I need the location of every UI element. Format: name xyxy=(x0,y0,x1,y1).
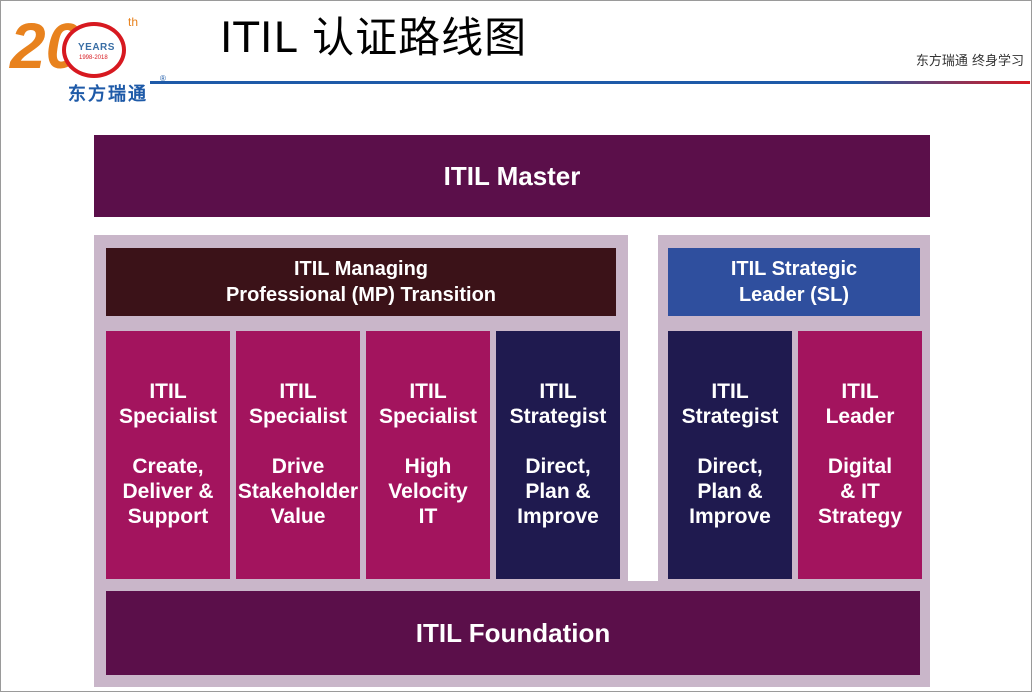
module-hvit: ITIL Specialist High Velocity IT xyxy=(366,331,490,579)
managing-professional-box: ITIL Managing Professional (MP) Transiti… xyxy=(106,248,616,316)
slide-title: ITIL 认证路线图 xyxy=(220,13,528,62)
strategic-leader-box: ITIL Strategic Leader (SL) xyxy=(668,248,920,316)
itil-foundation-box: ITIL Foundation xyxy=(106,591,920,675)
module-dpi-mp: ITIL Strategist Direct, Plan & Improve xyxy=(496,331,620,579)
logo-company-name: 东方瑞通 xyxy=(68,84,148,105)
company-logo: 20 YEARS 1998-2018 th 东方瑞通 ® xyxy=(10,10,170,105)
module-dpi-sl: ITIL Strategist Direct, Plan & Improve xyxy=(668,331,792,579)
logo-range: 1998-2018 xyxy=(79,55,108,61)
logo-ring xyxy=(62,22,126,78)
module-dsv: ITIL Specialist Drive Stakeholder Value xyxy=(236,331,360,579)
slogan: 东方瑞通 终身学习 xyxy=(915,54,1024,69)
logo-registered-mark: ® xyxy=(160,74,166,83)
itil-master-box: ITIL Master xyxy=(94,135,930,217)
itil-roadmap-diagram: ITIL Master ITIL Managing Professional (… xyxy=(94,135,930,687)
header-divider xyxy=(150,81,1030,84)
logo-years: YEARS xyxy=(78,42,115,53)
module-cds: ITIL Specialist Create, Deliver & Suppor… xyxy=(106,331,230,579)
logo-superscript: th xyxy=(128,15,139,29)
module-dits: ITIL Leader Digital & IT Strategy xyxy=(798,331,922,579)
